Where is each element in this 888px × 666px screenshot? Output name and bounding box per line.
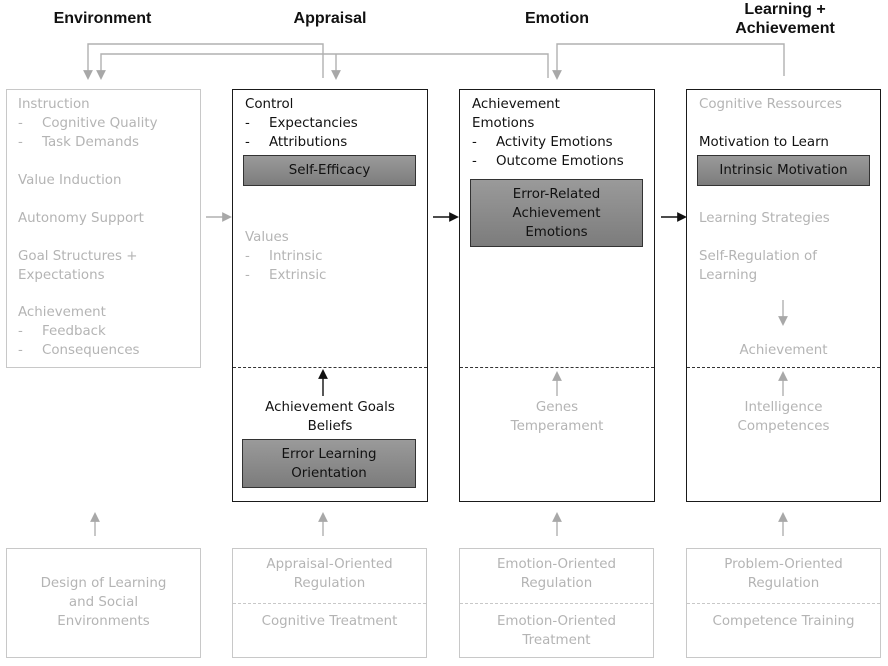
problem-regulation-divider [687, 603, 880, 604]
learning-intelligence: Intelligence [744, 400, 823, 415]
env-feedback: Feedback [42, 324, 106, 339]
env-instruction: Instruction [18, 97, 90, 112]
error-learning-orientation-box: Error Learning Orientation [242, 439, 416, 488]
env-instruction-dash-1: - [18, 116, 23, 131]
problem-regulation-line1: Problem-Oriented [724, 557, 843, 572]
design-line2: and Social [68, 595, 139, 610]
emotion-title-line1: Achievement [472, 97, 560, 112]
appraisal-values: Values [245, 230, 289, 245]
appraisal-regulation-line1: Appraisal-Oriented [266, 557, 393, 572]
appraisal-control: Control [245, 97, 294, 112]
header-environment: Environment [53, 10, 152, 27]
error-related-emotions-box: Error-Related Achievement Emotions [470, 179, 643, 247]
appraisal-goals-line2: Beliefs [307, 419, 353, 434]
problem-regulation-box [686, 548, 881, 658]
appraisal-box [232, 89, 428, 502]
env-instruction-dash-2: - [18, 135, 23, 150]
env-consequences: Consequences [42, 343, 140, 358]
appraisal-regulation-line2: Regulation [293, 576, 366, 591]
emotion-box [459, 89, 655, 502]
self-efficacy-box: Self-Efficacy [243, 155, 416, 186]
learning-competences: Competences [737, 419, 830, 434]
emotion-activity: Activity Emotions [496, 135, 613, 150]
problem-regulation-line2: Regulation [747, 576, 820, 591]
design-environments-box [6, 548, 201, 658]
appraisal-control-dash-1: - [245, 116, 250, 131]
error-learning-orientation-line1: Error Learning [281, 446, 377, 462]
header-learning: Learning + Achievement [700, 0, 870, 38]
cognitive-treatment: Cognitive Treatment [261, 614, 398, 629]
appraisal-expectancies: Expectancies [269, 116, 358, 131]
appraisal-values-dash-1: - [245, 249, 250, 264]
error-related-line3: Emotions [525, 224, 588, 240]
header-appraisal: Appraisal [293, 10, 367, 27]
emotion-title-line2: Emotions [472, 116, 535, 131]
emotion-genes: Genes [535, 400, 579, 415]
env-autonomy-support: Autonomy Support [18, 211, 144, 226]
learning-divider [687, 367, 880, 368]
env-value-induction: Value Induction [18, 173, 122, 188]
learning-cognitive-resources: Cognitive Ressources [699, 97, 843, 112]
competence-training: Competence Training [712, 614, 855, 629]
learning-self-regulation-2: Learning [699, 268, 758, 283]
env-achievement-dash-2: - [18, 343, 23, 358]
emotion-treatment-line1: Emotion-Oriented [496, 614, 617, 629]
emotion-regulation-divider [460, 603, 653, 604]
env-achievement-dash-1: - [18, 324, 23, 339]
emotion-regulation-line2: Regulation [520, 576, 593, 591]
learning-achievement: Achievement [739, 343, 828, 358]
learning-self-regulation-1: Self-Regulation of [699, 249, 817, 264]
appraisal-control-dash-2: - [245, 135, 250, 150]
header-learning-line1: Learning + [744, 1, 826, 18]
environment-box [6, 89, 201, 368]
header-learning-line2: Achievement [735, 20, 835, 37]
appraisal-goals-line1: Achievement Goals [265, 400, 395, 415]
emotion-item-dash-1: - [472, 135, 477, 150]
env-task-demands: Task Demands [42, 135, 139, 150]
appraisal-values-dash-2: - [245, 268, 250, 283]
intrinsic-motivation-box: Intrinsic Motivation [697, 155, 870, 186]
design-line3: Environments [57, 614, 150, 629]
appraisal-regulation-box [232, 548, 427, 658]
env-achievement: Achievement [18, 305, 106, 320]
emotion-temperament: Temperament [510, 419, 604, 434]
header-emotion: Emotion [525, 10, 589, 27]
emotion-divider [460, 367, 654, 368]
env-goal-structures-1: Goal Structures + [18, 249, 138, 264]
emotion-regulation-line1: Emotion-Oriented [496, 557, 617, 572]
emotion-regulation-box [459, 548, 654, 658]
appraisal-divider [233, 367, 427, 368]
error-related-line2: Achievement [512, 205, 601, 221]
appraisal-attributions: Attributions [269, 135, 348, 150]
env-goal-structures-2: Expectations [18, 268, 105, 283]
learning-strategies: Learning Strategies [699, 211, 830, 226]
error-learning-orientation-line2: Orientation [291, 465, 367, 481]
env-cognitive-quality: Cognitive Quality [42, 116, 158, 131]
emotion-item-dash-2: - [472, 154, 477, 169]
appraisal-extrinsic: Extrinsic [269, 268, 327, 283]
design-line1: Design of Learning [40, 576, 167, 591]
error-related-line1: Error-Related [512, 186, 601, 202]
emotion-treatment-line2: Treatment [522, 633, 591, 648]
appraisal-regulation-divider [233, 603, 426, 604]
learning-motivation: Motivation to Learn [699, 135, 829, 150]
appraisal-intrinsic: Intrinsic [269, 249, 323, 264]
learning-box [686, 89, 881, 502]
emotion-outcome: Outcome Emotions [496, 154, 624, 169]
